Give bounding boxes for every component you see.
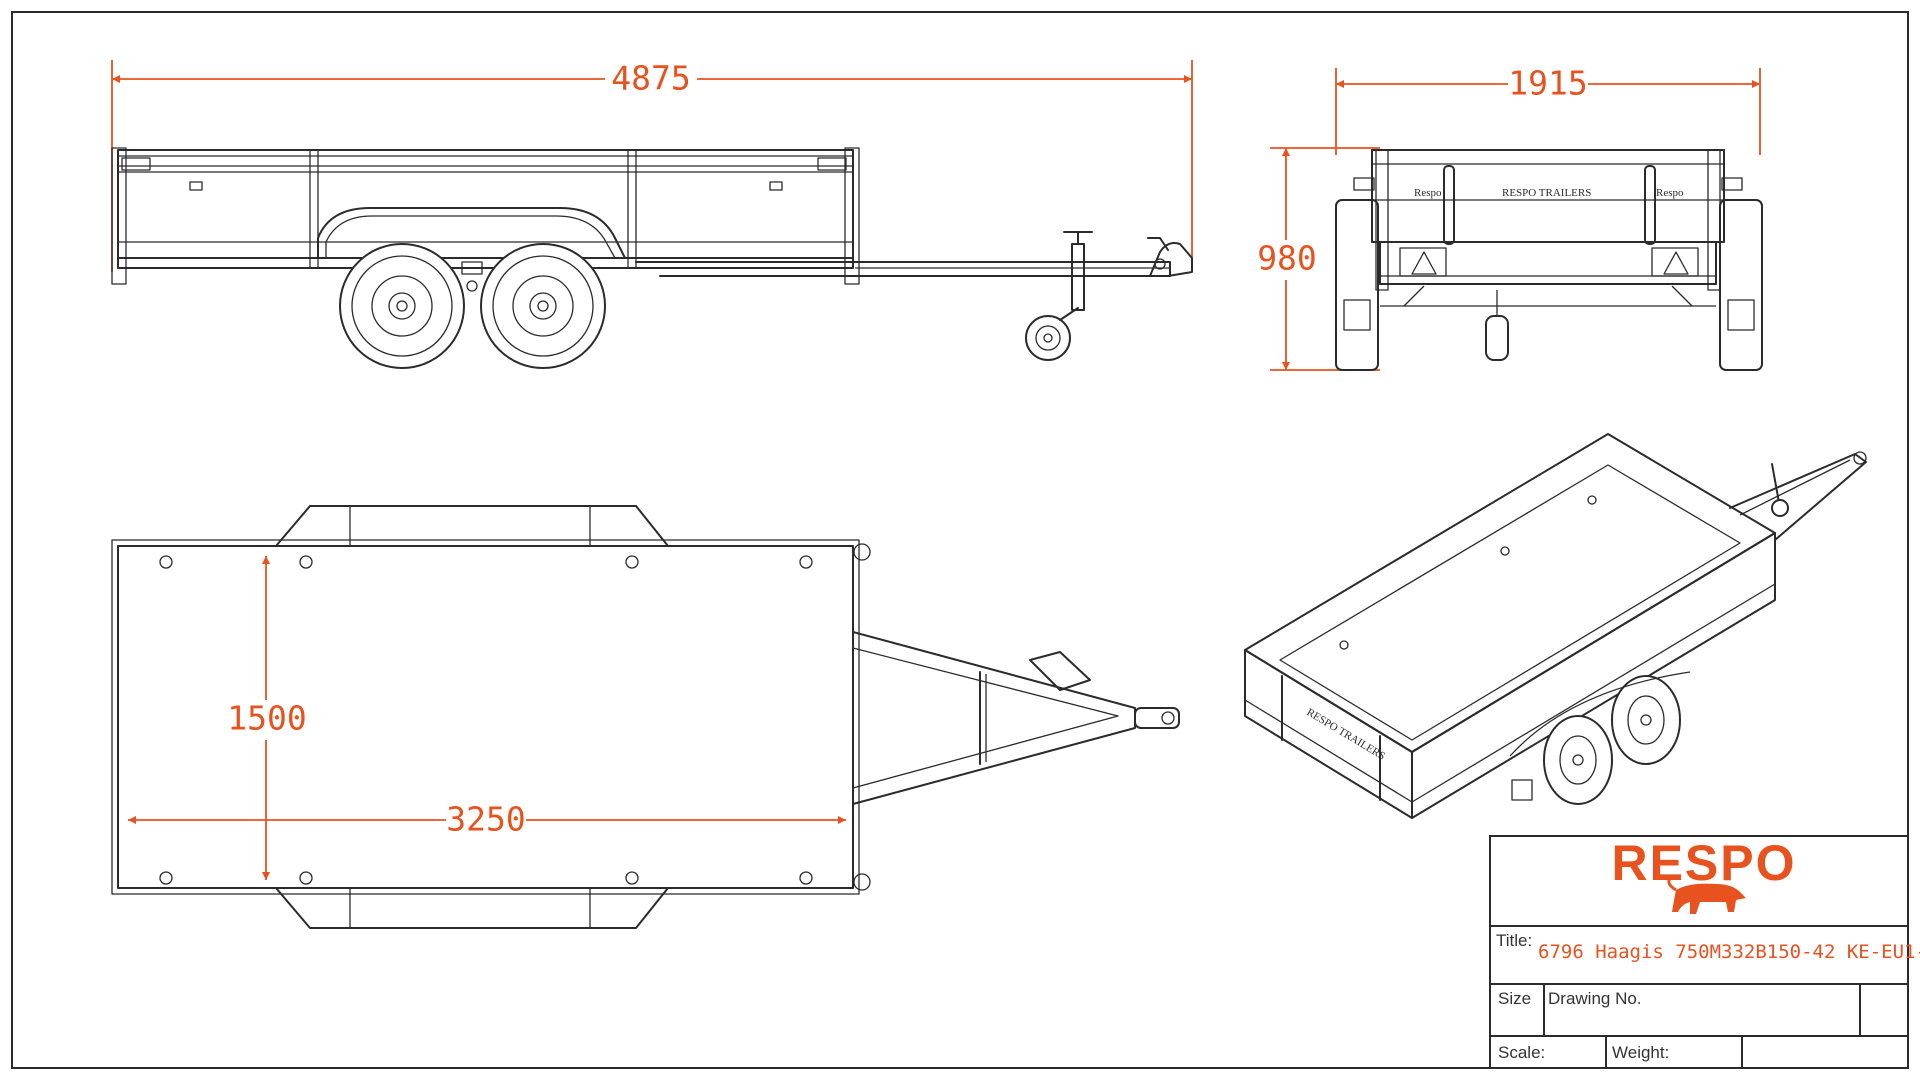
drawing-frame [11,11,1909,1069]
title-value: 6796 Haagis 750M332B150-42 KE-EU1- [1538,941,1920,963]
side-wheel-front [339,243,465,369]
bull-logo-icon [1667,877,1746,914]
title-label: Title: [1496,931,1532,950]
iso-wheel-front [1543,715,1613,805]
rear-view: 1915 980 Respo RESPO TRAILERS Respo [1256,64,1763,371]
size-label: Size [1498,989,1531,1008]
stencil-iso: RESPO TRAILERS [1304,706,1387,762]
dim-rear-width: 1915 [1508,64,1587,103]
iso-wheel-rear [1611,675,1681,765]
title-block: RESPO Title: 6796 Haagis 750M332B150-42 … [1489,835,1920,1069]
scale-label: Scale: [1498,1043,1545,1062]
isometric-view: RESPO TRAILERS [1244,433,1867,819]
side-wheel-rear [480,243,606,369]
stencil-rear-left: Respo [1414,187,1442,199]
top-view: 1500 3250 [111,505,1180,929]
side-view: 4875 [111,59,1193,369]
dim-side-length: 4875 [611,59,690,98]
stencil-rear-center: RESPO TRAILERS [1502,187,1591,199]
dim-rear-height: 980 [1257,239,1317,278]
stencil-rear-right: Respo [1656,187,1684,199]
drawing-no-label: Drawing No. [1548,989,1642,1008]
dim-top-length: 3250 [446,800,525,839]
brand-logo-text: RESPO [1611,835,1796,891]
dim-top-width: 1500 [227,699,306,738]
weight-label: Weight: [1612,1043,1669,1062]
